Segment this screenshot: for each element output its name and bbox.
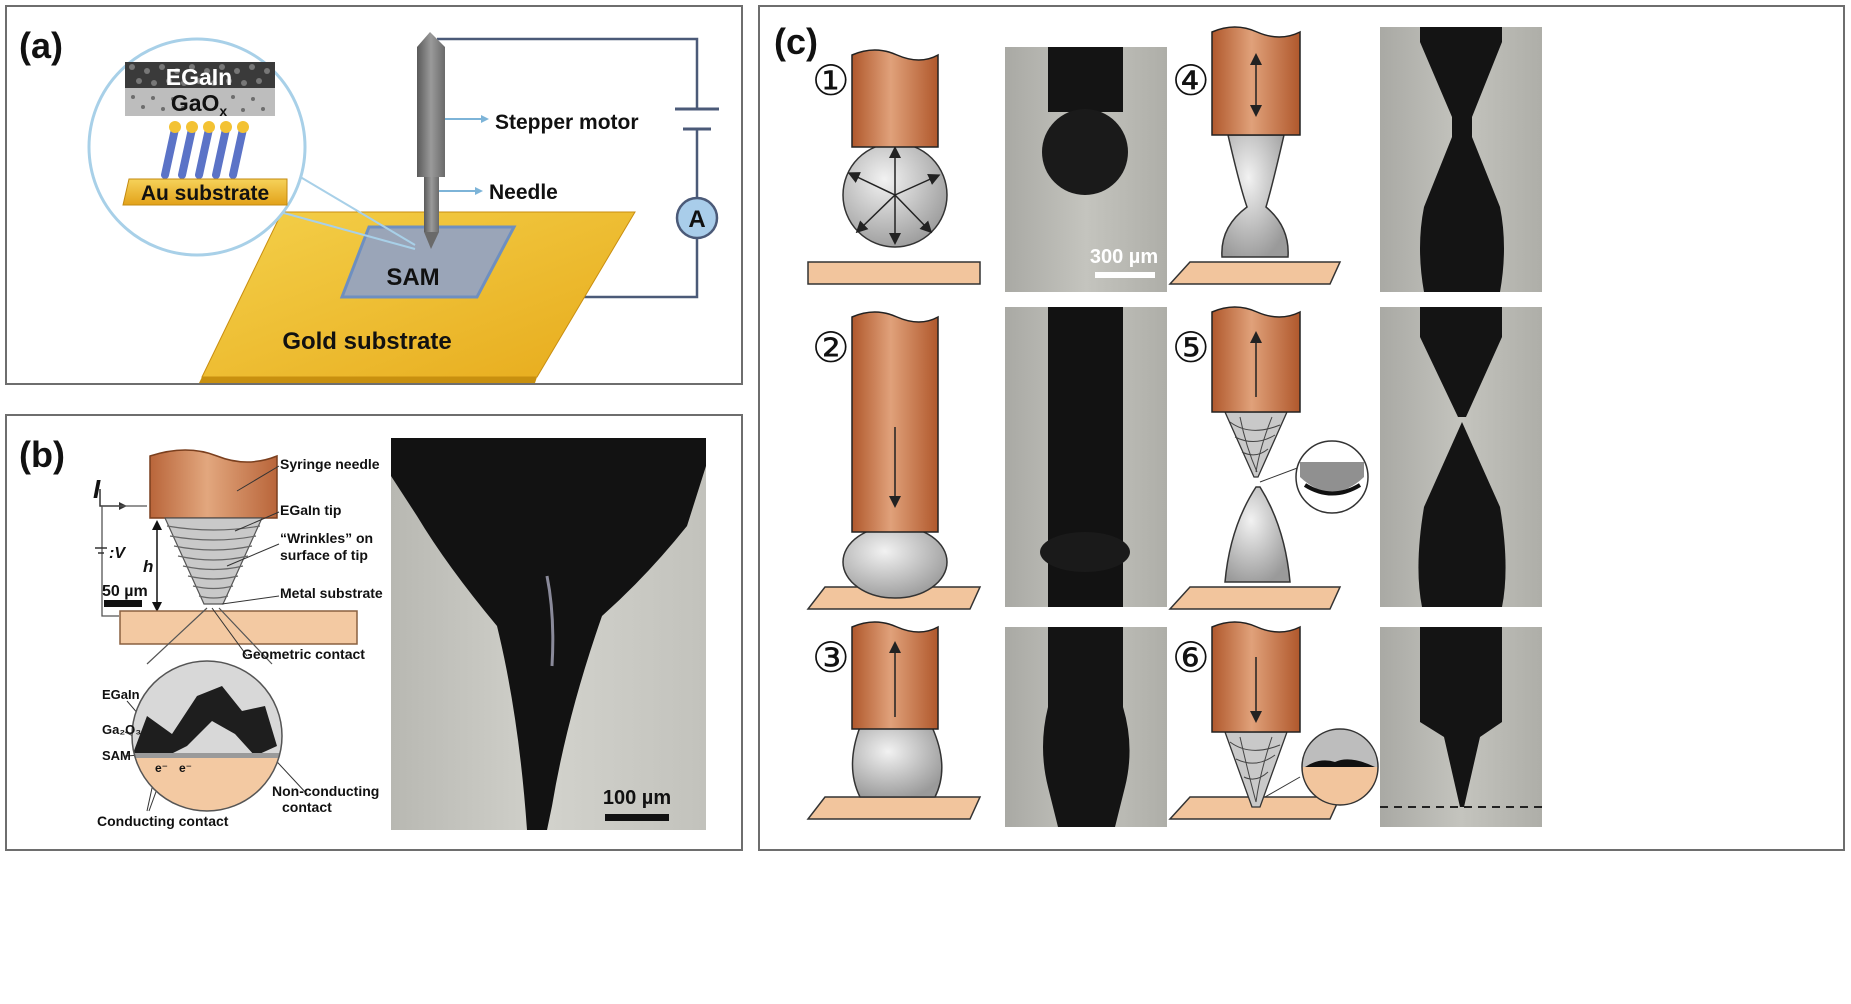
- ammeter-label: A: [688, 206, 705, 233]
- scale-bar-large: [605, 814, 669, 821]
- egain-tip-label: EGaIn tip: [280, 502, 341, 518]
- panel-c-diagram: ① ② ③ ④ ⑤ ⑥ 300 µm: [806, 26, 1542, 827]
- needle-tip: [424, 232, 439, 249]
- syringe-needle-label: Syringe needle: [280, 456, 380, 472]
- geometric-contact-label: Geometric contact: [242, 646, 365, 662]
- panel-b-diagram: I :V h 50 µm Syringe needle EGaIn tip “W…: [93, 438, 706, 830]
- au-substrate-label: Au substrate: [141, 182, 269, 205]
- step-4-diagram: [1168, 26, 1342, 285]
- step-5-diagram: [1168, 306, 1369, 610]
- sam-layer: [339, 225, 517, 299]
- height-label: h: [143, 557, 153, 576]
- ammeter: [675, 196, 719, 240]
- sam-molecules: [161, 121, 249, 179]
- panel-a: EGaIn GaOx Au substrate Stepper motor Ne…: [5, 5, 743, 385]
- scale-bar-small: [104, 600, 142, 607]
- zoom-circle: [131, 660, 283, 812]
- metal-substrate-label: Metal substrate: [280, 585, 383, 601]
- panel-c-label: (c): [774, 21, 818, 62]
- panel-a-diagram: EGaIn GaOx Au substrate Stepper motor Ne…: [87, 32, 719, 383]
- syringe-needle: [149, 449, 278, 519]
- step-5-number: ⑤: [1172, 324, 1210, 371]
- step-1-diagram: [807, 49, 981, 285]
- voltage-label: :V: [109, 545, 126, 562]
- step-3-number: ③: [812, 634, 850, 681]
- step-1-number: ①: [812, 57, 850, 104]
- step-4-number: ④: [1172, 57, 1210, 104]
- egain-tip: [164, 517, 263, 605]
- scale-bar-c: [1095, 272, 1155, 278]
- au-substrate-block: [122, 178, 288, 206]
- step-2-diagram: [806, 311, 982, 610]
- panel-b-label: (b): [19, 434, 65, 475]
- stepper-motor-label: Stepper motor: [495, 111, 639, 134]
- step-3-diagram: [806, 621, 982, 820]
- zoom-egain-label: EGaIn: [102, 687, 140, 702]
- sam-label: SAM: [386, 264, 439, 291]
- ga2o3-label: Ga₂O₃: [102, 722, 141, 737]
- gaox-label: GaOx: [171, 90, 228, 119]
- oxide-skin: [132, 686, 277, 756]
- panel-a-label: (a): [19, 25, 63, 66]
- non-conducting-label-1: Non-conducting: [272, 783, 379, 799]
- needle-label: Needle: [489, 181, 558, 204]
- step-6-number: ⑥: [1172, 634, 1210, 681]
- wrinkles-label-2: surface of tip: [280, 547, 368, 563]
- gaox-layer: [125, 88, 275, 116]
- non-conducting-label-2: contact: [282, 799, 332, 815]
- zoom-sam-label: SAM: [102, 748, 131, 763]
- metal-substrate: [119, 610, 358, 645]
- gold-substrate-edge: [199, 377, 537, 383]
- step-2-number: ②: [812, 324, 850, 371]
- electron-label-2: e⁻: [179, 761, 192, 775]
- wrinkles-label-1: “Wrinkles” on: [280, 530, 373, 546]
- egain-label: EGaIn: [166, 64, 232, 90]
- needle-shaft: [424, 177, 439, 232]
- circuit-wire: [437, 37, 699, 299]
- conducting-contact-label: Conducting contact: [97, 813, 229, 829]
- scale-small-label: 50 µm: [102, 583, 148, 600]
- needle-upper: [417, 32, 445, 177]
- scale-large-label: 100 µm: [603, 787, 671, 809]
- gold-substrate-label: Gold substrate: [282, 328, 451, 355]
- current-label: I: [93, 474, 101, 504]
- electron-label-1: e⁻: [155, 761, 168, 775]
- panel-b: I :V h 50 µm Syringe needle EGaIn tip “W…: [5, 414, 743, 851]
- panel-c: ① ② ③ ④ ⑤ ⑥ 300 µm (c): [758, 5, 1845, 851]
- scale-c-label: 300 µm: [1090, 246, 1158, 268]
